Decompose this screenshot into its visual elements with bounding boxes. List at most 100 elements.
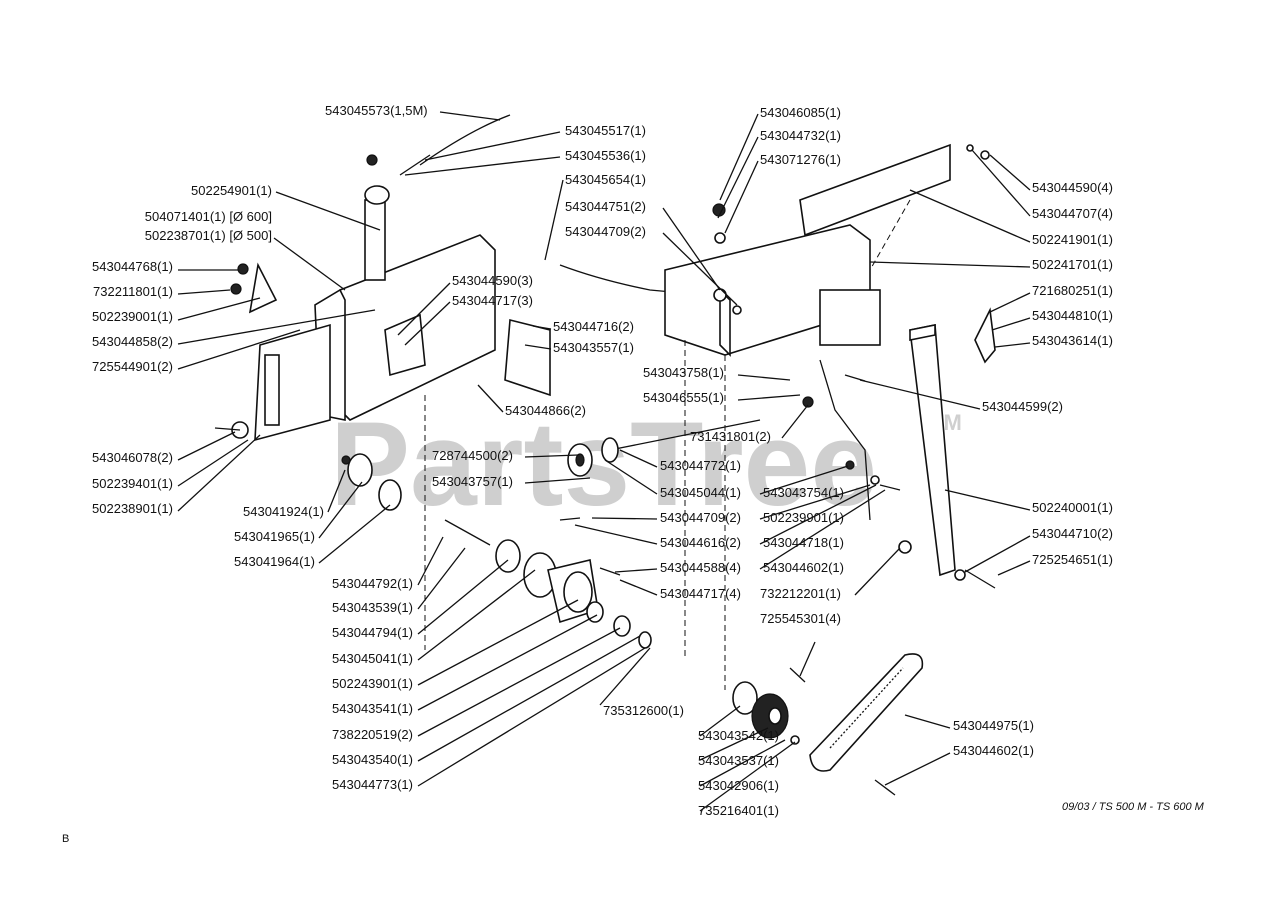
leader-line [524,344,552,350]
leader-line [971,149,1031,217]
washer [898,540,912,554]
leader-line [177,297,261,321]
pulley-screw [790,735,800,745]
leader-line [574,524,658,545]
part-label: 543045044(1) [660,485,741,500]
leader-line [859,379,981,410]
leader-line [439,111,501,121]
leader-line [327,469,346,513]
bearing [601,437,619,463]
part-label: 543044602(1) [763,560,844,575]
leader-line [717,136,759,219]
part-label: 502254901(1) [191,183,272,198]
leader-line [417,599,579,686]
watermark: PartsTree [330,397,877,531]
flange-hole [575,453,585,467]
part-label: 502239001(1) [92,309,173,324]
part-label: 543043539(1) [332,600,413,615]
leader-line [662,232,738,306]
leader-line [662,207,721,291]
part-label: 543044794(1) [332,625,413,640]
part-label: 543046085(1) [760,105,841,120]
leader-line [719,113,759,201]
part-label: 543041924(1) [243,504,324,519]
part-label: 738220519(2) [332,727,413,742]
leader-line [781,404,809,439]
leader-line [604,459,658,495]
part-label: 543044590(4) [1032,180,1113,195]
spacer [586,601,604,623]
leader-line [417,569,536,661]
leader-line [614,568,658,573]
screw [874,779,896,796]
part-label: 543043754(1) [763,485,844,500]
part-label: 543044602(1) [953,743,1034,758]
leader-line [759,484,877,545]
part-label: 502239401(1) [92,476,173,491]
leader-line [854,547,901,596]
leader-line [619,449,658,468]
leader-line [737,374,791,381]
part-label: 725254651(1) [1032,552,1113,567]
leader-line [869,261,1031,268]
nut [845,460,855,470]
bent-pipe [559,264,706,296]
leader-line [177,431,236,461]
part-label: 735216401(1) [698,803,779,818]
screw [559,517,581,521]
leader-line [417,647,646,787]
leader-line [417,547,466,610]
footer-model: 09/03 / TS 500 M - TS 600 M [1062,801,1205,813]
part-label: 543044717(4) [660,586,741,601]
washer-top [714,232,726,244]
part-label: 543045573(1,5M) [325,103,428,118]
leader-line [177,439,249,487]
part-label: 543044975(1) [953,718,1034,733]
housing-screw [732,305,742,315]
assembly-line [869,199,911,271]
part-label: 543043557(1) [553,340,634,355]
part-label: 543044858(2) [92,334,173,349]
part-label: 543041965(1) [234,529,315,544]
drive-belt [809,653,924,772]
part-label: 732211801(1) [93,284,173,299]
part-label: 543044707(4) [1032,206,1113,221]
part-label: 543045517(1) [565,123,646,138]
part-label: 543044866(2) [505,403,586,418]
part-label: 543042906(1) [698,778,779,793]
part-label: 543071276(1) [760,152,841,167]
leader-line [404,156,561,176]
part-label: 731431801(2) [690,429,771,444]
part-label: 543046555(1) [643,390,724,405]
washer [980,150,990,160]
leader-line [799,641,816,677]
leader-line [599,647,651,706]
leader-line [737,394,801,401]
riving-post [364,199,386,281]
leader-line [904,714,951,729]
part-label: 732212201(1) [760,586,841,601]
part-label: 543044732(1) [760,128,841,143]
leader-line [273,237,346,291]
leader-line [619,579,658,596]
part-label: 543044773(1) [332,777,413,792]
nut [802,396,814,408]
part-label: 543045041(1) [332,651,413,666]
part-label: 543044709(2) [565,224,646,239]
bearing-ring [613,615,631,637]
part-label: 504071401(1) [Ø 600] [145,209,272,224]
part-label: 543044768(1) [92,259,173,274]
leader-line [994,342,1031,348]
leader-line [759,489,886,570]
washer [966,144,974,152]
pulley-washer [378,479,402,511]
pulley-hub [768,707,782,725]
part-label: 721680251(1) [1032,283,1113,298]
leader-line [909,189,1031,243]
leader-line [532,325,552,330]
leader-line [424,131,561,161]
leader-line [477,384,504,413]
small-bracket [974,307,996,364]
arbor-shaft [444,519,491,546]
